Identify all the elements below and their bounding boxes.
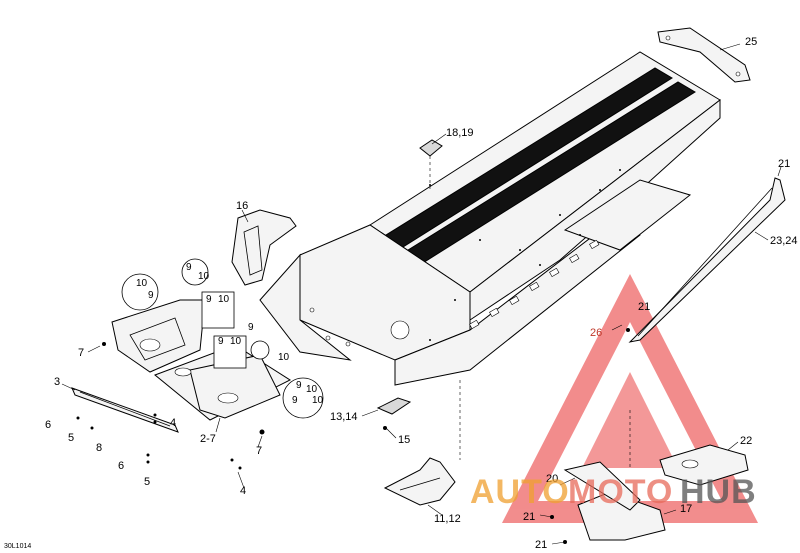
part-3-8-rail bbox=[71, 387, 179, 433]
callout-11-12: 11,12 bbox=[434, 513, 461, 525]
callout-10e: 10 bbox=[278, 352, 290, 363]
watermark-word-3: HUB bbox=[680, 473, 757, 511]
callout-10a: 10 bbox=[136, 278, 148, 289]
callout-13-14: 13,14 bbox=[330, 411, 358, 423]
callout-9a: 9 bbox=[148, 290, 154, 301]
callout-18-19: 18,19 bbox=[446, 127, 474, 139]
hardware-callout-circle-2 bbox=[181, 258, 209, 286]
tunnel-assembly bbox=[259, 51, 721, 386]
leader-lines bbox=[61, 43, 782, 545]
callout-16: 16 bbox=[236, 200, 248, 212]
callout-21-top: 21 bbox=[778, 158, 790, 170]
callout-6b: 6 bbox=[118, 460, 124, 472]
callout-9d: 9 bbox=[218, 336, 224, 347]
callout-20: 20 bbox=[546, 473, 558, 485]
callout-10b: 10 bbox=[198, 271, 210, 282]
part-13-14-plate bbox=[376, 397, 412, 415]
callout-22: 22 bbox=[740, 435, 752, 447]
callout-26: 26 bbox=[590, 327, 602, 339]
hardware-callout-box-2 bbox=[213, 335, 247, 369]
callout-6a: 6 bbox=[45, 419, 51, 431]
watermark-word-1: AUTO bbox=[470, 473, 570, 511]
callout-9e: 9 bbox=[248, 322, 254, 333]
part-18-19-clip bbox=[419, 139, 443, 157]
callout-25: 25 bbox=[745, 36, 757, 48]
callout-7a: 7 bbox=[78, 347, 84, 359]
tunnel-slots bbox=[469, 239, 600, 330]
hardware-dots bbox=[76, 318, 630, 544]
callout-21-low: 21 bbox=[523, 511, 535, 523]
hardware-callout-box-1 bbox=[201, 291, 235, 329]
callout-4a: 4 bbox=[170, 417, 176, 429]
callout-10g: 10 bbox=[312, 395, 324, 406]
part-17-support bbox=[563, 461, 666, 541]
part-16-bracket bbox=[231, 209, 297, 286]
part-25-bracket bbox=[657, 27, 751, 83]
callout-15: 15 bbox=[398, 434, 410, 446]
part-23-24-rail bbox=[628, 177, 786, 343]
callout-21-mid: 21 bbox=[638, 301, 650, 313]
watermark-logo: AUTO MOTO HUB bbox=[470, 473, 757, 511]
hardware-callout-circle-1 bbox=[121, 273, 159, 311]
callout-23-24: 23,24 bbox=[770, 235, 798, 247]
callout-9b: 9 bbox=[186, 262, 192, 273]
callout-10d: 10 bbox=[230, 336, 242, 347]
callout-10c: 10 bbox=[218, 294, 230, 305]
diagram-code: 30L1014 bbox=[4, 543, 31, 550]
left-front-bracket bbox=[111, 299, 206, 373]
callout-8: 8 bbox=[96, 442, 102, 454]
callout-3: 3 bbox=[54, 376, 60, 388]
callout-10f: 10 bbox=[306, 384, 318, 395]
watermark-word-2: MOTO bbox=[568, 473, 673, 511]
callout-7b: 7 bbox=[256, 445, 262, 457]
hardware-callout-circle-3 bbox=[250, 340, 270, 360]
part-22-bracket bbox=[659, 444, 749, 486]
hardware-callout-circle-4 bbox=[282, 377, 324, 419]
callout-17: 17 bbox=[680, 503, 692, 515]
callout-9f: 9 bbox=[296, 380, 302, 391]
callout-2-7: 2-7 bbox=[200, 433, 216, 445]
rivets bbox=[429, 169, 621, 341]
callout-9c: 9 bbox=[206, 294, 212, 305]
part-11-12-guard bbox=[383, 457, 456, 506]
part-2-7-plate bbox=[154, 344, 292, 421]
callout-5a: 5 bbox=[68, 432, 74, 444]
callout-5b: 5 bbox=[144, 476, 150, 488]
callout-9g: 9 bbox=[292, 395, 298, 406]
callout-21-bottom: 21 bbox=[535, 539, 547, 551]
callout-4b: 4 bbox=[240, 485, 246, 497]
